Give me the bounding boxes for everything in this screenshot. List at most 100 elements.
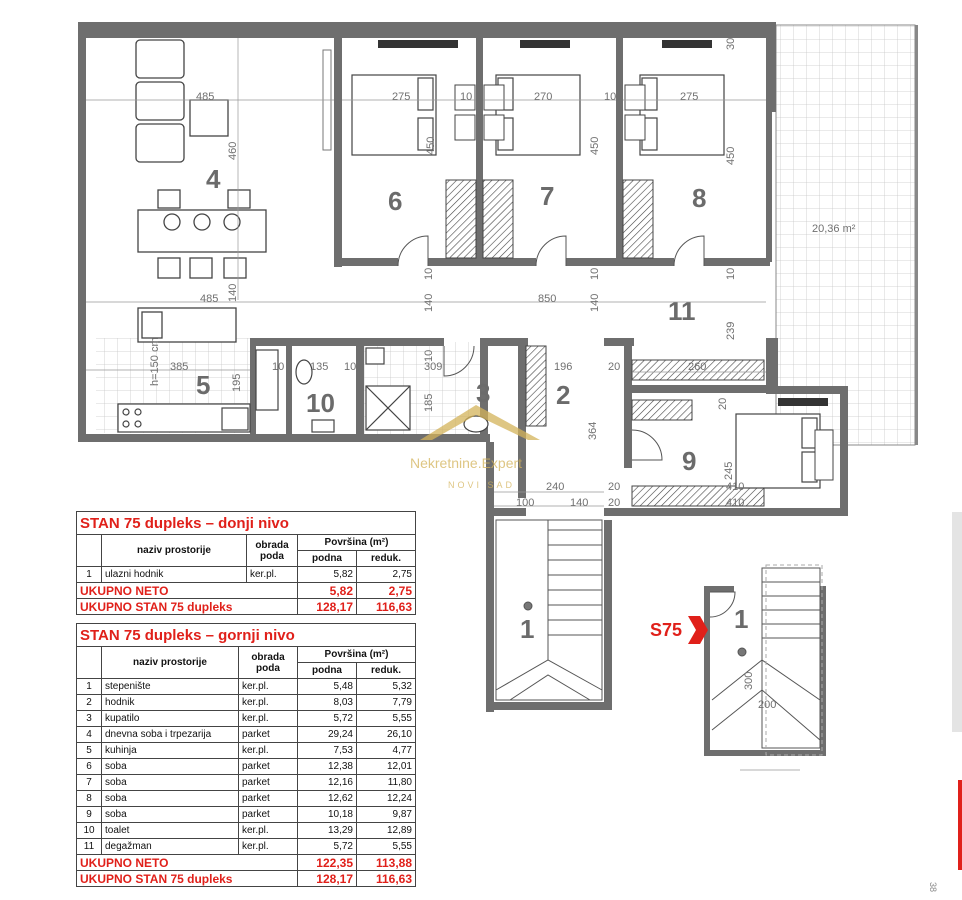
terrace [775,24,916,446]
svg-text:10: 10 [423,350,435,362]
svg-text:410: 410 [726,497,744,509]
wardrobe [482,179,514,259]
svg-text:275: 275 [392,91,410,103]
svg-text:10: 10 [725,268,737,280]
table-upper-title: STAN 75 dupleks – gornji nivo [76,623,416,647]
edge-fragment [952,512,962,732]
svg-text:30: 30 [725,38,737,50]
svg-text:364: 364 [587,422,599,440]
col-red: reduk. [356,550,416,567]
svg-text:10: 10 [272,361,284,373]
col-net: podna [297,550,357,567]
nightstand-icon [454,84,834,481]
svg-text:140: 140 [227,284,239,302]
col-red: reduk. [356,662,416,679]
svg-text:20: 20 [608,497,620,509]
svg-text:NOVI SAD: NOVI SAD [448,480,515,490]
svg-text:10: 10 [344,361,356,373]
wardrobe [525,345,547,427]
svg-text:196: 196 [554,361,572,373]
wardrobe [622,179,654,259]
stair-dashed [765,564,823,756]
svg-text:850: 850 [538,293,556,305]
svg-text:10: 10 [423,268,435,280]
svg-text:h=150 cm: h=150 cm [149,337,161,386]
svg-text:450: 450 [725,147,737,165]
radiator-icon [378,40,828,406]
svg-text:200: 200 [758,699,776,711]
col-name: naziv prostorije [101,646,239,679]
svg-text:240: 240 [546,481,564,493]
blank-cell [76,534,102,567]
sofa-icon [135,39,229,163]
room-1b-label: 1 [734,604,748,634]
svg-text:270: 270 [534,91,552,103]
svg-text:309: 309 [424,361,442,373]
table-upper-level: STAN 75 dupleks – gornji nivo naziv pros… [76,623,416,887]
svg-text:185: 185 [423,394,435,412]
terrace-railing [915,25,918,445]
dining-table-icon [137,189,267,343]
door-swing [397,235,736,618]
edge-fragment [958,780,962,870]
total-net-row: UKUPNO NETO 5,82 2,75 [76,582,416,599]
dimension-lines [86,38,800,771]
svg-text:260: 260 [688,361,706,373]
svg-text:275: 275 [680,91,698,103]
svg-text:100: 100 [516,497,534,509]
room-2-label: 2 [556,380,570,410]
room-1-label: 1 [520,614,534,644]
bed-icon [351,74,821,489]
svg-text:20: 20 [608,481,620,493]
wardrobe [631,399,693,421]
kitchen-counter-icon [117,349,279,433]
svg-text:485: 485 [200,293,218,305]
svg-text:385: 385 [170,361,188,373]
room-10-label: 10 [306,388,335,418]
svg-text:300: 300 [743,672,755,690]
svg-text:245: 245 [723,462,735,480]
table-row: 1 ulazni hodnik ker.pl. 5,82 2,75 [76,566,416,583]
svg-text:239: 239 [725,322,737,340]
svg-text:20: 20 [608,361,620,373]
svg-text:10: 10 [460,91,472,103]
total-row: UKUPNO STAN 75 dupleks 128,17 116,63 [76,598,416,615]
room-5-label: 5 [196,370,210,400]
svg-text:Nekretnine.Expert: Nekretnine.Expert [410,455,522,471]
terrace-area-label: 20,36 m² [812,223,856,235]
entrance-label: S75 [650,620,683,640]
room-6-label: 6 [388,186,402,216]
col-area: Površina (m²) [297,534,416,551]
wardrobe [631,359,765,381]
table-lower-level: STAN 75 dupleks – donji nivo naziv prost… [76,511,416,615]
svg-text:140: 140 [570,497,588,509]
entrance-arrow-icon [688,616,708,644]
side-mark: 38 [928,881,939,893]
svg-text:485: 485 [196,91,214,103]
col-area: Površina (m²) [297,646,416,663]
col-net: podna [297,662,357,679]
total-net-row: UKUPNO NETO 122,35 113,88 [76,854,416,871]
svg-text:140: 140 [423,294,435,312]
blank-cell [76,646,102,679]
wardrobe [445,179,477,259]
room-3-label: 3 [476,378,490,408]
col-floor: obrada poda [238,646,298,679]
svg-text:195: 195 [231,374,243,392]
svg-text:450: 450 [425,137,437,155]
svg-text:10: 10 [589,268,601,280]
room-9-label: 9 [682,446,696,476]
room-11-label: 11 [668,296,696,326]
svg-text:140: 140 [589,294,601,312]
dimension-labels: 485 460 485 140 385 195 275 270 275 10 1… [149,38,776,711]
